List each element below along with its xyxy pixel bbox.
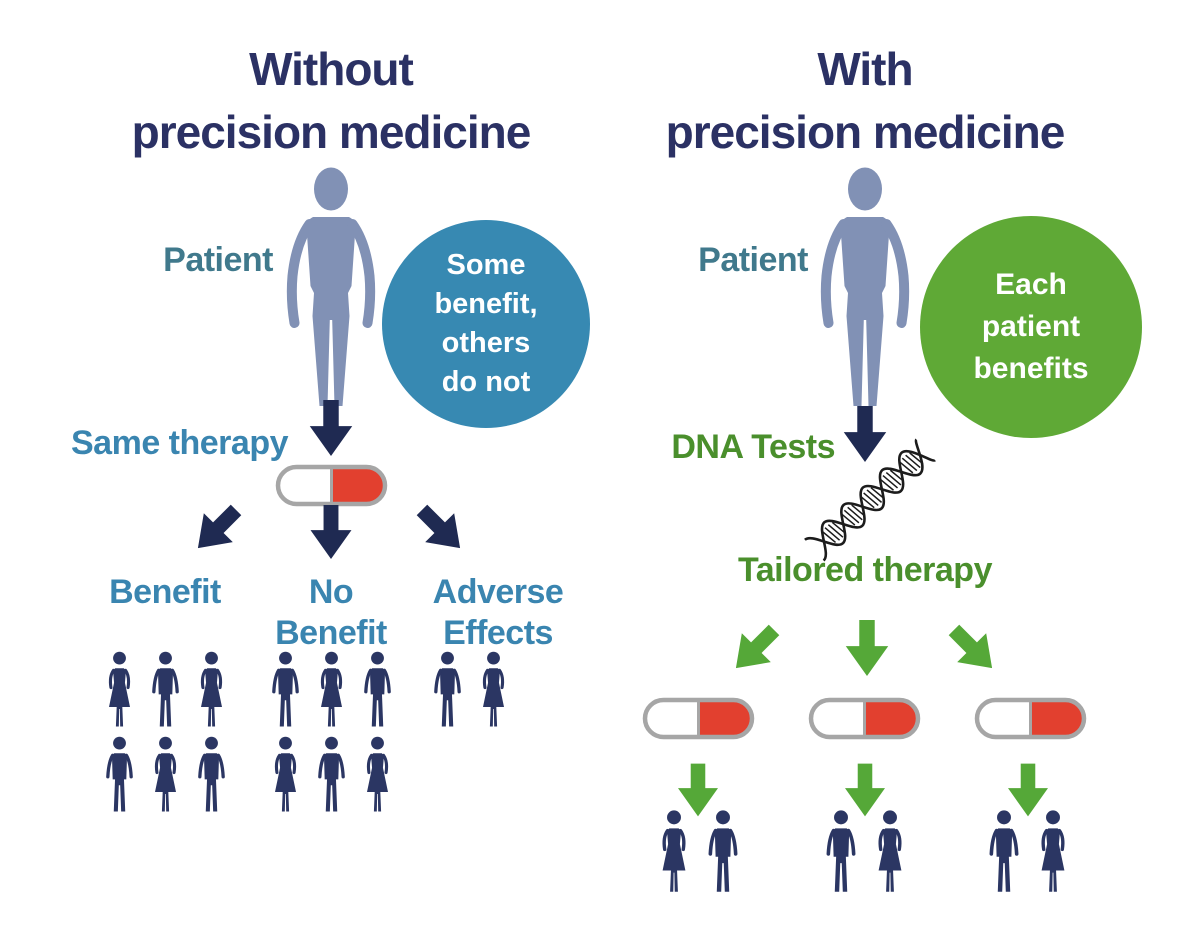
people-group-tailored-3 xyxy=(928,808,1128,901)
woman-icon xyxy=(320,651,342,727)
man-icon xyxy=(433,651,461,727)
people-row xyxy=(65,735,265,815)
people-group-no-benefit xyxy=(231,650,431,820)
people-row xyxy=(65,650,265,730)
man-icon xyxy=(317,736,345,812)
people-row xyxy=(598,808,798,896)
dna-helix-icon xyxy=(803,438,937,562)
woman-icon xyxy=(877,810,902,892)
same-therapy-label: Same therapy xyxy=(71,424,289,462)
tailored-therapy-label: Tailored therapy xyxy=(738,551,993,589)
patient-label: Patient xyxy=(163,241,273,279)
dna-tests-label: DNA Tests xyxy=(671,428,835,466)
outcome-label-benefit: Benefit xyxy=(109,573,221,611)
pill-capsule-icon xyxy=(642,697,755,740)
diagonal-down-right-arrow-icon xyxy=(939,615,1007,683)
people-group-adverse-effects xyxy=(370,650,570,735)
people-row xyxy=(370,650,570,730)
woman-icon xyxy=(482,651,504,727)
down-arrow-icon xyxy=(845,620,889,676)
people-group-tailored-1 xyxy=(598,808,798,901)
woman-icon xyxy=(1040,810,1065,892)
man-icon xyxy=(363,651,391,727)
people-row xyxy=(231,735,431,815)
people-row xyxy=(231,650,431,730)
diagonal-down-left-arrow-icon xyxy=(183,495,251,563)
man-icon xyxy=(197,736,225,812)
woman-icon xyxy=(108,651,130,727)
man-icon xyxy=(151,651,179,727)
people-row xyxy=(928,808,1128,896)
woman-icon xyxy=(366,736,388,812)
down-arrow-icon xyxy=(309,400,353,456)
patient-label: Patient xyxy=(698,241,808,279)
down-arrow-icon xyxy=(843,406,887,462)
down-arrow-icon xyxy=(310,505,352,559)
people-group-tailored-2 xyxy=(765,808,965,901)
diagonal-down-left-arrow-icon xyxy=(721,615,789,683)
woman-icon xyxy=(661,810,686,892)
woman-icon xyxy=(154,736,176,812)
man-icon xyxy=(708,810,737,892)
patient-icon xyxy=(820,167,910,406)
pill-capsule-icon xyxy=(974,697,1087,740)
woman-icon xyxy=(274,736,296,812)
woman-icon xyxy=(200,651,222,727)
people-row xyxy=(765,808,965,896)
people-group-benefit xyxy=(65,650,265,820)
pill-capsule-icon xyxy=(275,464,388,507)
pill-capsule-icon xyxy=(808,697,921,740)
man-icon xyxy=(271,651,299,727)
man-icon xyxy=(105,736,133,812)
diagonal-down-right-arrow-icon xyxy=(407,495,475,563)
patient-icon xyxy=(286,167,376,406)
man-icon xyxy=(989,810,1018,892)
man-icon xyxy=(826,810,855,892)
